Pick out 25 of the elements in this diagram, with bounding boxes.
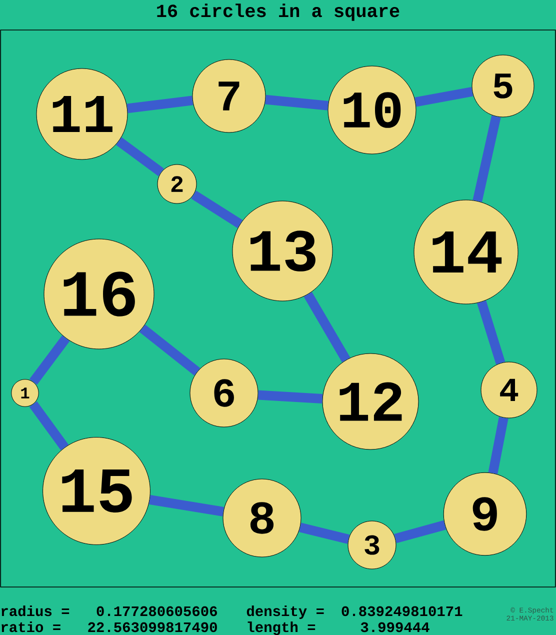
stat-value: 22.563099817490 <box>88 622 217 632</box>
connector <box>148 495 224 516</box>
connector <box>488 416 508 474</box>
connector <box>414 86 474 107</box>
stat-label: radius = <box>2 605 70 616</box>
connector <box>139 324 200 376</box>
connector <box>265 94 328 110</box>
stat-value: 0.177280605606 <box>96 606 217 616</box>
stat-label: density = <box>246 605 324 619</box>
connector <box>29 401 69 450</box>
title: 16 circles in a square <box>157 4 400 21</box>
connector <box>191 190 243 228</box>
connector <box>394 520 446 544</box>
stat-value: 0.839249810171 <box>342 606 462 616</box>
connector <box>298 522 350 544</box>
connector <box>116 137 164 176</box>
connector <box>30 335 70 385</box>
connector <box>472 115 501 202</box>
connector <box>126 96 194 114</box>
stat-value: 3.999444 <box>360 622 430 632</box>
connector <box>304 292 350 362</box>
connector <box>477 300 506 364</box>
stat-label: ratio = <box>2 621 60 632</box>
stat-label: length = <box>248 621 316 635</box>
connector <box>258 390 323 404</box>
